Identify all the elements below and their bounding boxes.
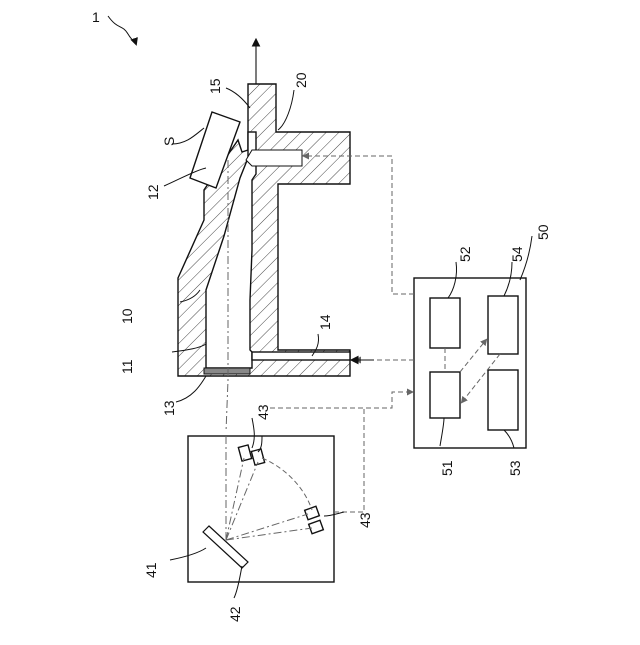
label-50: 50 <box>535 224 551 240</box>
ctrl-line-sensor-lower <box>334 408 364 512</box>
label-14: 14 <box>317 314 333 330</box>
unit-54-box <box>488 296 518 354</box>
unit-51-box <box>430 372 460 418</box>
label-11: 11 <box>119 359 135 374</box>
nozzle-element <box>246 150 302 166</box>
label-15: 15 <box>207 78 223 94</box>
label-54: 54 <box>509 246 525 262</box>
label-S: S <box>161 137 177 146</box>
ctrl-line-sensor-upper <box>270 392 412 408</box>
leader-13 <box>176 376 206 402</box>
label-52: 52 <box>457 246 473 262</box>
label-53: 53 <box>507 460 523 476</box>
gas-pipe-14 <box>252 352 350 360</box>
label-43-lower: 43 <box>357 512 373 528</box>
window-13 <box>204 368 250 374</box>
label-51: 51 <box>439 460 455 476</box>
label-20: 20 <box>293 72 309 88</box>
fig-ref-leader <box>108 16 136 44</box>
unit-52-box <box>430 298 460 348</box>
label-10: 10 <box>119 308 135 324</box>
fig-ref-label: 1 <box>92 9 100 25</box>
label-43-upper: 43 <box>255 404 271 420</box>
label-13: 13 <box>161 400 177 416</box>
leader-15 <box>226 88 250 108</box>
label-42: 42 <box>227 606 243 622</box>
label-41: 41 <box>143 562 159 578</box>
label-12: 12 <box>145 184 161 200</box>
unit-53-box <box>488 370 518 430</box>
leader-20 <box>278 90 294 130</box>
